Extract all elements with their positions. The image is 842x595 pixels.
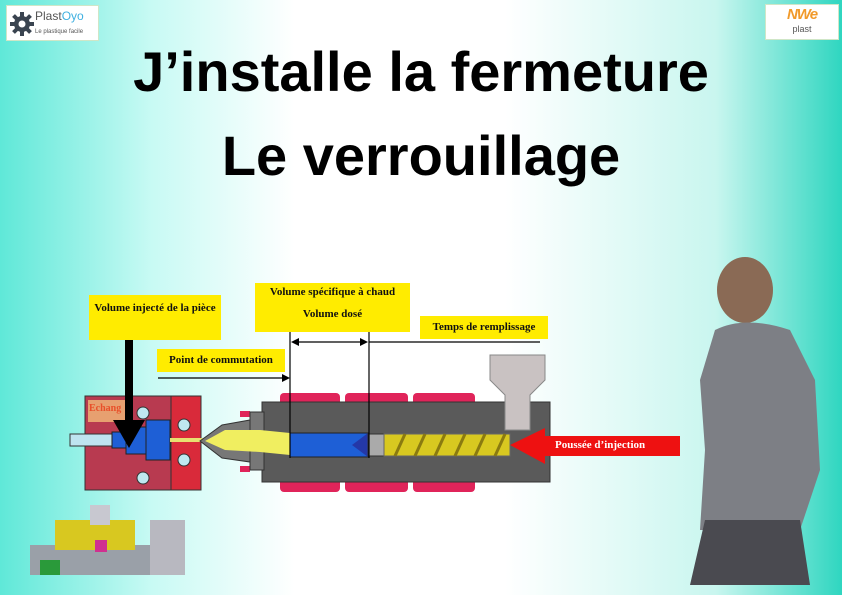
echange-panel <box>88 400 128 422</box>
arrow-left-icon <box>291 338 299 346</box>
arrow-down-icon <box>113 385 145 448</box>
label-volume-injecte: Volume injecté de la pièce <box>89 295 221 340</box>
logo-brand: NWe <box>786 6 818 23</box>
ejector-rod <box>69 433 113 447</box>
mold-half-fixed <box>170 395 202 491</box>
machine-illustration <box>30 505 185 575</box>
label-poussee-injection: Poussée d’injection <box>555 439 646 451</box>
logo-tagline: Le plastique facile <box>35 29 84 35</box>
hopper <box>489 354 546 431</box>
label-volume-specifique-text: Volume spécifique à chaud <box>269 286 396 298</box>
label-temps-remplissage: Temps de remplissage <box>420 316 548 339</box>
label-volume-dose: Volume dosé <box>302 308 363 320</box>
check-ring <box>367 433 385 457</box>
label-point-commutation: Point de commutation <box>157 349 285 372</box>
operator-photo <box>690 257 820 585</box>
gear-icon <box>10 12 34 36</box>
plastoyo-logo: PlastOyo Le plastique facile <box>6 5 99 41</box>
part-cavity <box>145 419 171 461</box>
arrow-right-icon <box>360 338 368 346</box>
melt-nozzle <box>205 430 290 455</box>
title-line-1: J’installe la fermeture <box>133 40 709 103</box>
arrow-right-icon <box>282 374 290 382</box>
arrow-shaft <box>125 340 133 388</box>
screw-flights <box>393 433 507 457</box>
sprue <box>170 438 208 442</box>
title-line-2: Le verrouillage <box>221 124 621 187</box>
injection-push-arrow <box>510 428 680 464</box>
nwe-plast-logo: NWe plast <box>765 4 839 40</box>
logo-name: Plast <box>35 9 62 23</box>
screw-tip <box>352 433 368 457</box>
logo-name-accent: Oyo <box>61 9 84 23</box>
logo-sub: plast <box>792 24 812 34</box>
label-echange: Echang <box>89 403 122 414</box>
